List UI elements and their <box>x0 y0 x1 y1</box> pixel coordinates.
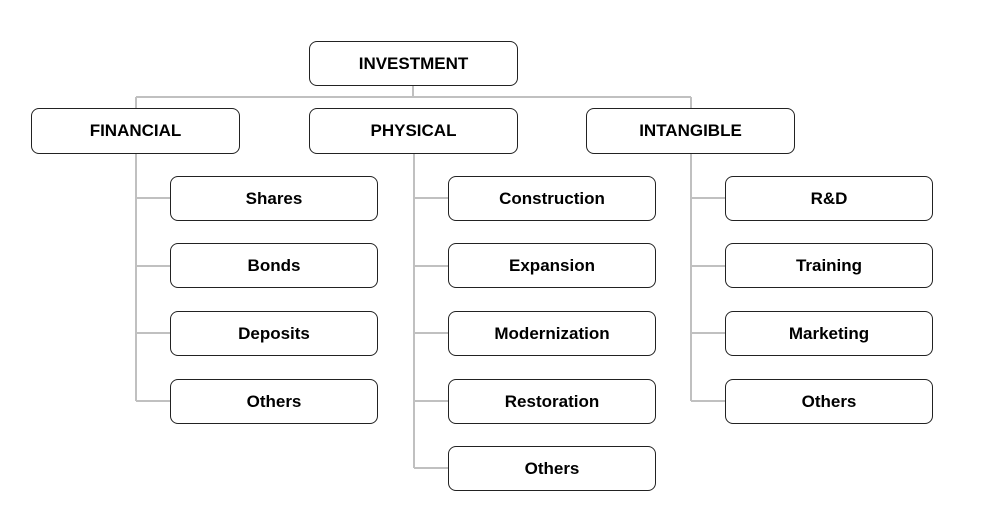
item-label: Marketing <box>788 323 870 343</box>
item-label: Expansion <box>509 255 595 275</box>
item-node-training: Training <box>725 243 933 288</box>
category-node-intangible: INTANGIBLE <box>586 108 795 154</box>
item-label: Construction <box>499 188 605 208</box>
item-node-intangible-others: Others <box>725 379 933 424</box>
item-label: Others <box>801 391 857 411</box>
category-label: PHYSICAL <box>370 121 457 140</box>
root-node-label: INVESTMENT <box>358 53 469 73</box>
item-node-bonds: Bonds <box>170 243 378 288</box>
item-node-shares: Shares <box>170 176 378 221</box>
category-node-physical: PHYSICAL <box>309 108 518 154</box>
item-node-construction: Construction <box>448 176 656 221</box>
item-label: Others <box>524 458 580 478</box>
item-label: Others <box>246 391 302 411</box>
item-node-rnd: R&D <box>725 176 933 221</box>
item-node-physical-others: Others <box>448 446 656 491</box>
item-label: Bonds <box>247 255 301 275</box>
item-label: Shares <box>245 188 303 208</box>
item-node-marketing: Marketing <box>725 311 933 356</box>
item-label: Restoration <box>504 391 600 411</box>
root-node-investment: INVESTMENT <box>309 41 518 86</box>
item-node-financial-others: Others <box>170 379 378 424</box>
item-node-deposits: Deposits <box>170 311 378 356</box>
category-label: FINANCIAL <box>89 121 182 140</box>
item-node-expansion: Expansion <box>448 243 656 288</box>
item-label: Training <box>795 255 863 275</box>
category-node-financial: FINANCIAL <box>31 108 240 154</box>
item-node-modernization: Modernization <box>448 311 656 356</box>
item-node-restoration: Restoration <box>448 379 656 424</box>
item-label: Modernization <box>494 323 610 343</box>
category-label: INTANGIBLE <box>639 121 742 140</box>
item-label: Deposits <box>238 323 310 343</box>
item-label: R&D <box>810 188 848 208</box>
